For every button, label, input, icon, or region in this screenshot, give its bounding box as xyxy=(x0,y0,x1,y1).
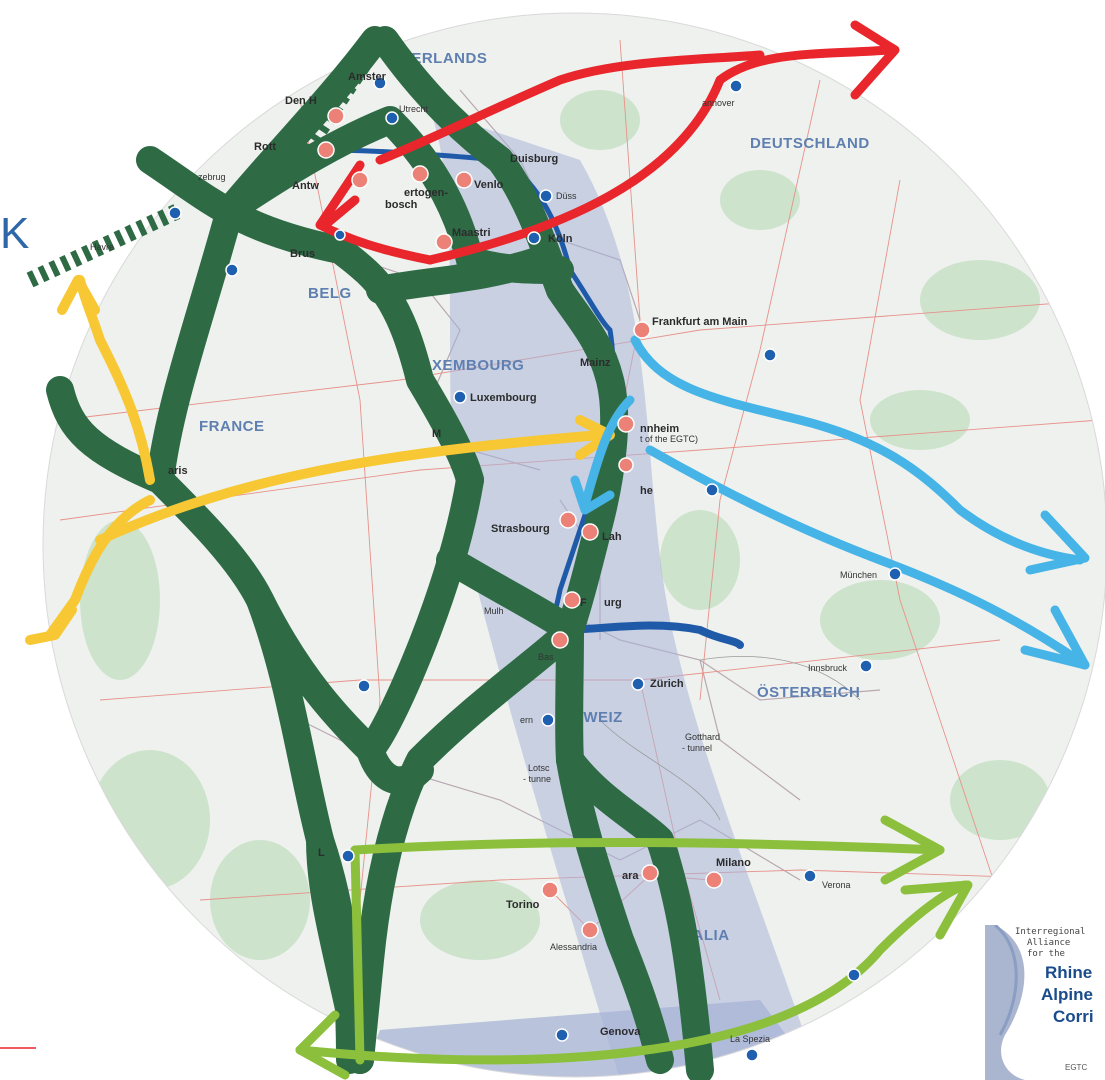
logo-word: Alpine xyxy=(1041,985,1093,1004)
logo-word: Corri xyxy=(1053,1007,1094,1026)
city-label: Den H xyxy=(285,95,317,107)
city-label: ertogen- xyxy=(404,187,448,199)
logo-line: for the xyxy=(1027,949,1065,959)
city-label: L xyxy=(318,847,325,859)
light-blue-arrows xyxy=(570,335,1090,670)
city-label: Genova xyxy=(600,1026,641,1038)
city-label: Innsbruck xyxy=(808,663,848,673)
city-label: Alessandria xyxy=(550,942,597,952)
city-label: Maastri xyxy=(452,227,491,239)
city-label: Amster xyxy=(348,71,387,83)
city-label: M xyxy=(432,428,441,440)
city-label: Duisburg xyxy=(510,153,558,165)
city-label: Zürich xyxy=(650,678,684,690)
city-label: Lah xyxy=(602,531,622,543)
country-label: BELG xyxy=(308,285,352,302)
city-labels: Amster Den H Utrecht Rott Antw ertogen- … xyxy=(90,71,877,1044)
city-label: Lotsc xyxy=(528,763,550,773)
city-label: Gotthard xyxy=(685,732,720,742)
city-label: urg xyxy=(604,597,622,609)
logo-line: Interregional xyxy=(1015,927,1086,937)
city-label: Verona xyxy=(822,880,851,890)
city-label: zebrug xyxy=(198,172,226,182)
logo-swoosh xyxy=(985,925,1025,1080)
country-label: FRANCE xyxy=(199,418,265,435)
country-label: ÖSTERREICH xyxy=(757,684,860,701)
edge-label: K xyxy=(0,209,29,258)
logo-line: Alliance xyxy=(1027,938,1071,948)
city-label: ern xyxy=(520,715,533,725)
city-label: Utrecht xyxy=(399,104,429,114)
city-label: Strasbourg xyxy=(491,523,550,535)
city-label: he xyxy=(640,485,653,497)
country-label: XEMBOURG xyxy=(432,357,524,374)
city-label: Düss xyxy=(556,191,577,201)
city-label: annover xyxy=(702,98,735,108)
city-label: Antw xyxy=(292,180,319,192)
city-label: Havre xyxy=(90,242,114,252)
city-label: - tunne xyxy=(523,774,551,784)
city-label: F xyxy=(580,597,587,609)
green-dashed-links xyxy=(26,35,387,288)
city-label: Mulh xyxy=(484,606,504,616)
red-arrows xyxy=(315,20,900,265)
country-label: DERLANDS xyxy=(400,50,487,67)
city-label: La Spezia xyxy=(730,1034,770,1044)
city-label: t of the EGTC) xyxy=(640,434,698,444)
city-label: Frankfurt am Main xyxy=(652,316,748,328)
city-label: Mainz xyxy=(580,357,611,369)
city-label: Luxembourg xyxy=(470,392,537,404)
city-label: - tunnel xyxy=(682,743,712,753)
city-label: Milano xyxy=(716,857,751,869)
city-label: Bas xyxy=(538,652,554,662)
city-markers xyxy=(168,76,902,1062)
city-label: München xyxy=(840,570,877,580)
city-label: Brus xyxy=(290,248,315,260)
country-label: DEUTSCHLAND xyxy=(750,135,870,152)
city-label: nnheim xyxy=(640,423,679,435)
city-label: aris xyxy=(168,465,188,477)
logo-word: Rhine xyxy=(1045,963,1093,982)
egtc-logo: Interregional Alliance for the Rhine Alp… xyxy=(985,925,1105,1080)
city-label: Köln xyxy=(548,233,573,245)
city-label: ara xyxy=(622,870,639,882)
green-corridor-network xyxy=(46,26,714,1080)
city-label: Venlo xyxy=(474,179,504,191)
city-label: Rott xyxy=(254,141,276,153)
country-label: HWEIZ xyxy=(572,709,623,726)
country-labels: DERLANDS DEUTSCHLAND BELG XEMBOURG FRANC… xyxy=(199,50,870,944)
city-label: Torino xyxy=(506,899,540,911)
city-label: bosch xyxy=(385,199,418,211)
logo-suffix: EGTC xyxy=(1065,1063,1088,1072)
lime-arrows xyxy=(295,815,973,1080)
